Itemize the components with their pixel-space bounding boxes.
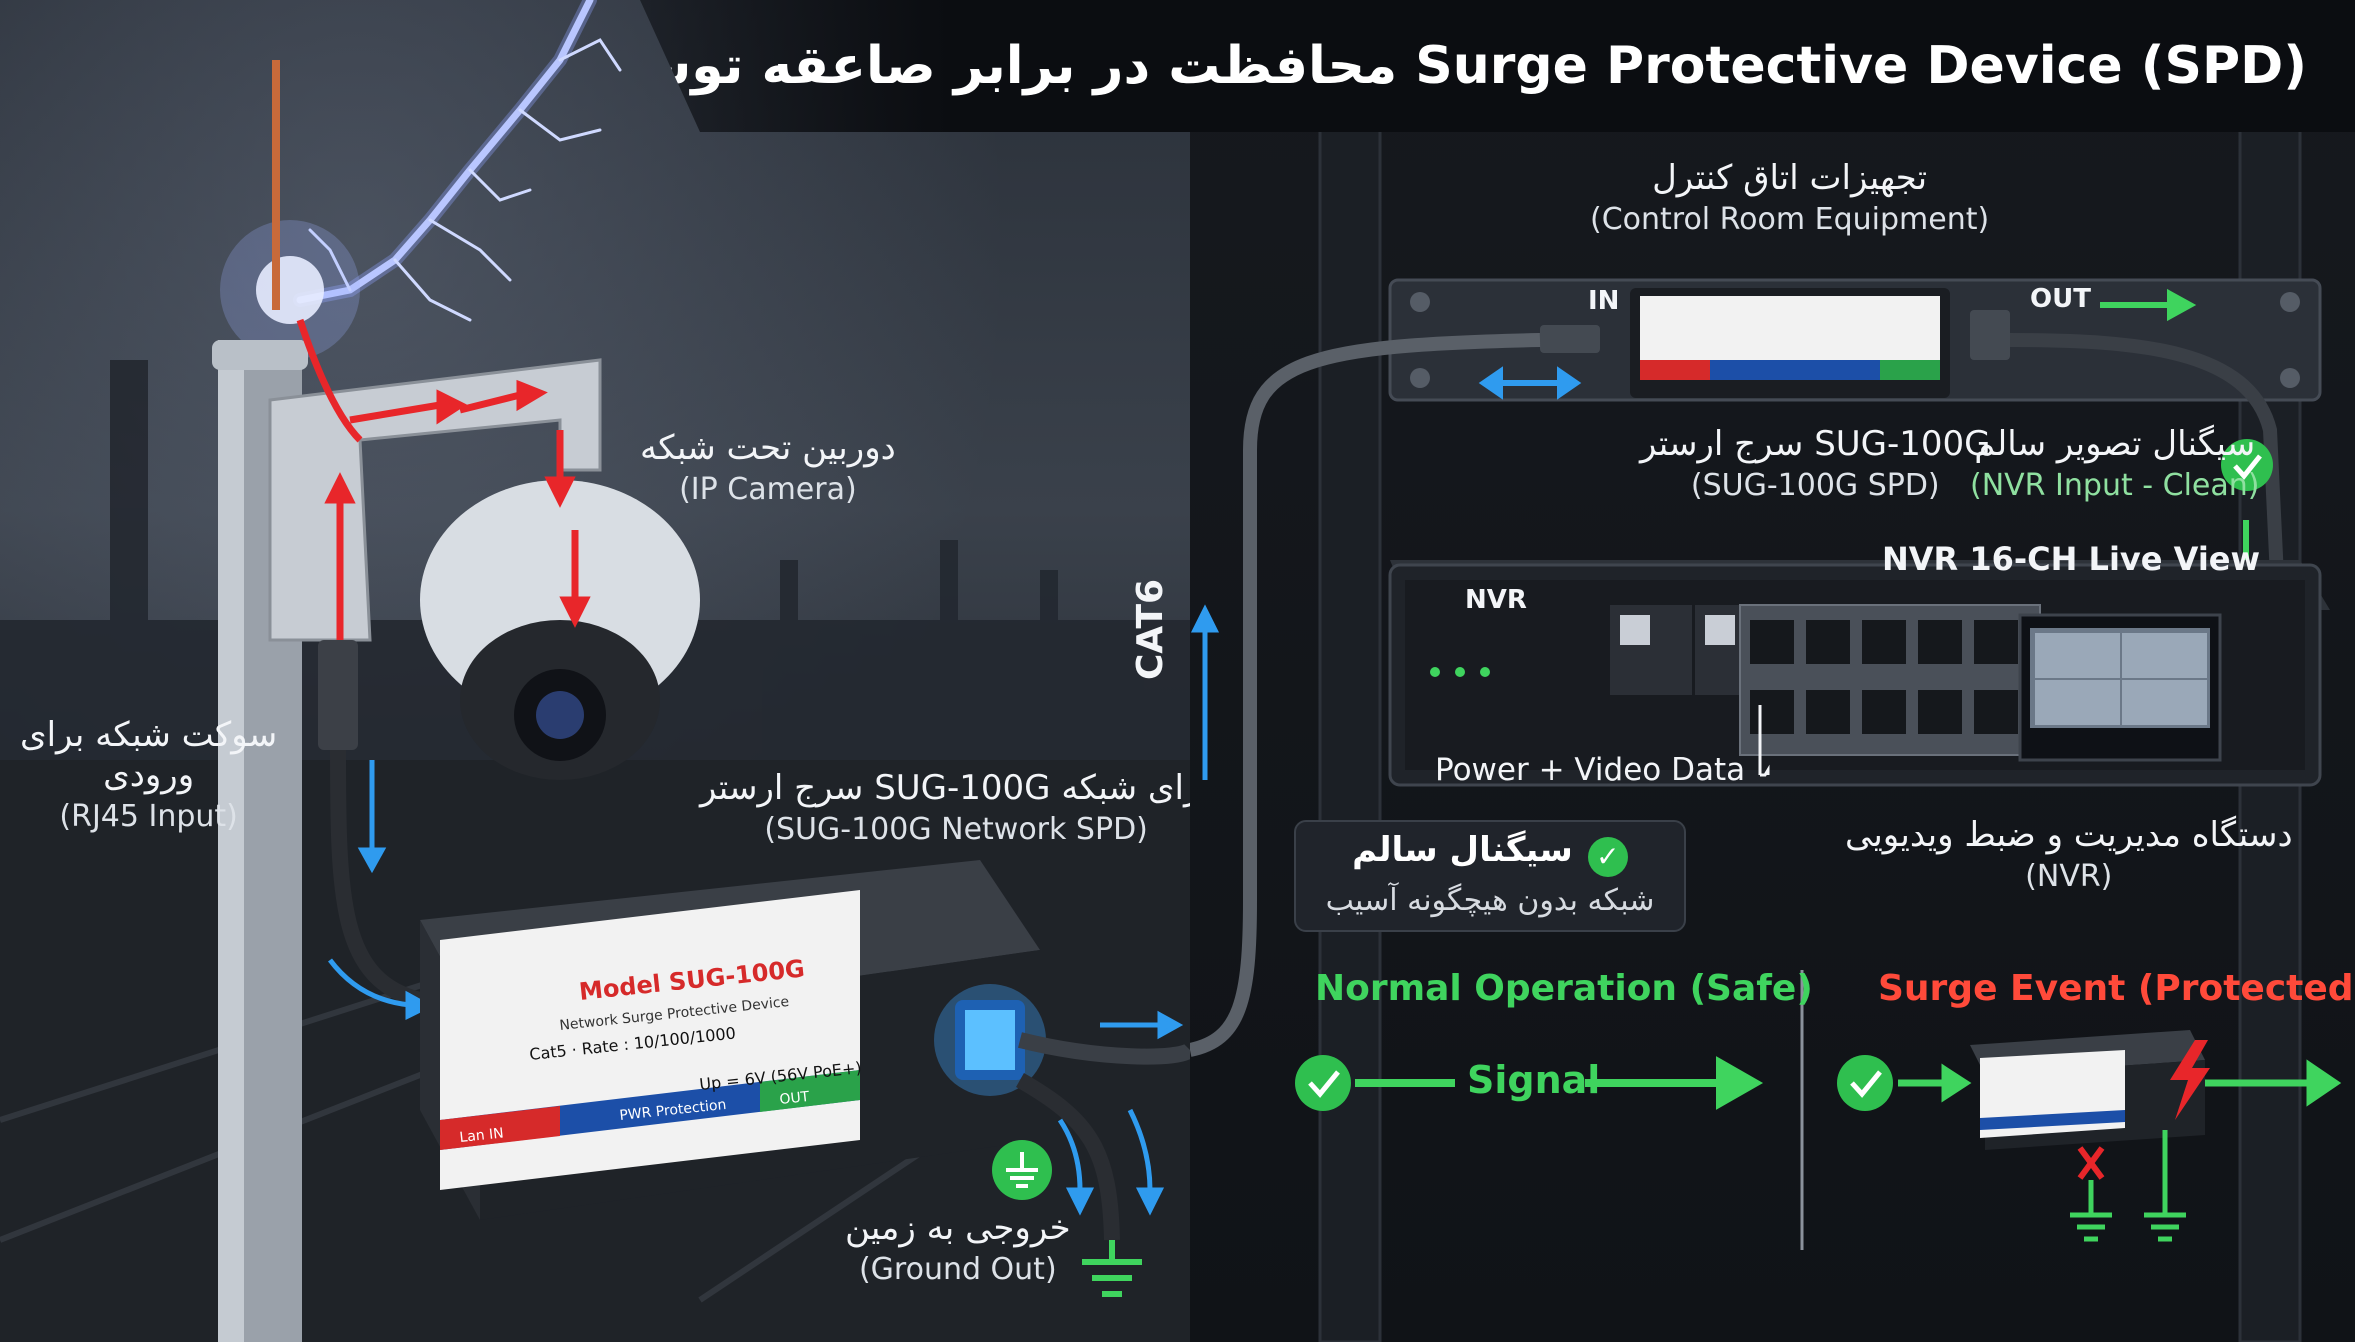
cat6-cable bbox=[1190, 333, 1541, 1057]
rack-spd-shelf bbox=[1388, 278, 2322, 402]
ground-cable bbox=[1016, 1073, 1120, 1241]
arrow-right-icon bbox=[1355, 1056, 1764, 1110]
clean-check-icon bbox=[2221, 439, 2273, 491]
spd-label: سرج ارستر SUG-100G برای شبکه (SUG-100G N… bbox=[700, 768, 1190, 847]
status-box: سیگنال سالم ✓ شبکه بدون هیچگونه آسیب bbox=[1294, 820, 1686, 932]
normal-operation-title: Normal Operation (Safe) bbox=[1315, 968, 1813, 1009]
nvr-brand-label: NVR bbox=[1465, 585, 1527, 615]
clean-signal-label: سیگنال تصویر سالم (NVR Input - Clean) bbox=[1970, 424, 2259, 503]
status-subtitle: شبکه بدون هیچگونه آسیب bbox=[1325, 882, 1655, 918]
control-room-panel: تجهیزات اتاق کنترل (Control Room Equipme… bbox=[1190, 0, 2355, 1342]
nvr-live-view-label: NVR 16-CH Live View bbox=[1882, 540, 2261, 578]
power-video-label: Power + Video Data bbox=[1435, 752, 1746, 788]
flow-arrows-blue bbox=[328, 760, 1184, 1040]
title-bar: محافظت در برابر صاعقه توسط Surge Protect… bbox=[640, 0, 2355, 132]
camera-label-en: (IP Camera) bbox=[679, 472, 857, 507]
rj45-label-fa-2: ورودی bbox=[103, 755, 195, 795]
check-icon: ✓ bbox=[1587, 836, 1628, 877]
rack-spd-label-fa: سرج ارستر SUG-100G bbox=[1640, 424, 1991, 464]
rack-in-label: IN bbox=[1588, 286, 1620, 316]
ground-label-fa: خروجی به زمین bbox=[845, 1208, 1071, 1248]
control-room-label-en: (Control Room Equipment) bbox=[1590, 202, 1990, 237]
rack-spd-label-en: (SUG-100G SPD) bbox=[1690, 468, 1940, 503]
camera-label-fa: دوربین تحت شبکه bbox=[640, 428, 896, 468]
ground-label: خروجی به زمین (Ground Out) bbox=[845, 1208, 1071, 1287]
lightning-bolt-icon bbox=[293, 0, 622, 322]
ground-label-en: (Ground Out) bbox=[858, 1252, 1057, 1287]
spd-device: Model SUG-100G Network Surge Protective … bbox=[420, 860, 1046, 1220]
cross-icon bbox=[2077, 1146, 2105, 1180]
nvr-device-label-fa: دستگاه مدیریت و ضبط ویدیویی bbox=[1845, 815, 2293, 855]
rj45-label: سوکت شبکه برای ورودی (RJ45 Input) bbox=[20, 715, 277, 834]
surge-event-title: Surge Event (Protected) bbox=[1878, 968, 2355, 1009]
spd-label-en: (SUG-100G Network SPD) bbox=[764, 812, 1148, 847]
device-in-text: Lan IN bbox=[459, 1125, 505, 1146]
rj45-label-en: (RJ45 Input) bbox=[59, 799, 238, 834]
outdoor-illustration: Model SUG-100G Network Surge Protective … bbox=[0, 0, 1190, 1342]
surge-arrows bbox=[296, 318, 591, 640]
cat6-label: CAT6 bbox=[1130, 578, 1171, 680]
mini-spd-device bbox=[1970, 1030, 2205, 1150]
normal-signal-label: Signal bbox=[1467, 1058, 1601, 1102]
spd-label-fa: سرج ارستر SUG-100G برای شبکه bbox=[700, 768, 1190, 808]
control-room-illustration bbox=[1190, 128, 2342, 1342]
input-cable bbox=[330, 749, 423, 1008]
nvr-feed-cable bbox=[2009, 333, 2287, 641]
surge-check-icon bbox=[1837, 1055, 1893, 1111]
rack-out-label: OUT bbox=[2030, 284, 2091, 314]
lightning-rod bbox=[272, 60, 280, 310]
rj45-connector bbox=[318, 640, 358, 750]
nvr-unit bbox=[1388, 560, 2330, 787]
clean-signal-label-fa: سیگنال تصویر سالم bbox=[1974, 424, 2256, 464]
camera-label: دوربین تحت شبکه (IP Camera) bbox=[640, 428, 896, 507]
device-out-text: OUT bbox=[779, 1089, 811, 1108]
nvr-device-label-en: (NVR) bbox=[2025, 859, 2113, 894]
output-cable-left bbox=[1018, 1032, 1190, 1065]
bidirectional-arrow-icon bbox=[1478, 366, 1582, 400]
rj45-label-fa-1: سوکت شبکه برای bbox=[20, 715, 278, 755]
normal-check-icon bbox=[1295, 1055, 1351, 1111]
control-room-label: تجهیزات اتاق کنترل (Control Room Equipme… bbox=[1590, 158, 1989, 237]
page-title: محافظت در برابر صاعقه توسط Surge Protect… bbox=[584, 36, 2307, 96]
control-room-label-fa: تجهیزات اتاق کنترل bbox=[1652, 158, 1928, 198]
outdoor-scene-panel: Model SUG-100G Network Surge Protective … bbox=[0, 0, 1190, 1342]
ground-icon bbox=[1082, 1240, 1142, 1297]
rack-spd-label: سرج ارستر SUG-100G (SUG-100G SPD) bbox=[1640, 424, 1991, 503]
clean-signal-label-en: (NVR Input - Clean) bbox=[1970, 468, 2260, 503]
nvr-device-label: دستگاه مدیریت و ضبط ویدیویی (NVR) bbox=[1845, 815, 2293, 894]
surge-bolt-icon bbox=[2170, 1040, 2210, 1120]
status-title: سیگنال سالم bbox=[1352, 830, 1573, 870]
